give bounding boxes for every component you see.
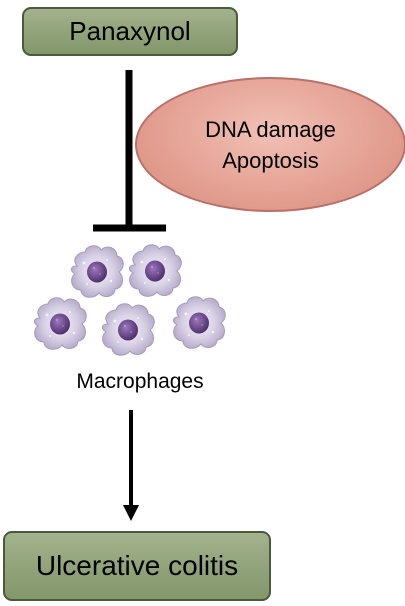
effect-line-dna-damage: DNA damage — [205, 116, 336, 142]
panaxynol-node: Panaxynol — [22, 7, 238, 56]
macrophage-cell-icon — [128, 244, 182, 297]
ulcerative-colitis-node: Ulcerative colitis — [3, 531, 271, 601]
macrophage-cell-icon — [101, 303, 155, 356]
arrow-head — [123, 505, 139, 521]
effect-line-apoptosis: Apoptosis — [222, 147, 319, 173]
macrophage-cell-icon — [172, 296, 226, 349]
effect-ellipse: DNA damage Apoptosis — [135, 77, 405, 212]
macrophages-label: Macrophages — [76, 370, 204, 393]
macrophage-cell-icon — [33, 297, 87, 350]
macrophage-cell-icon — [70, 245, 124, 298]
